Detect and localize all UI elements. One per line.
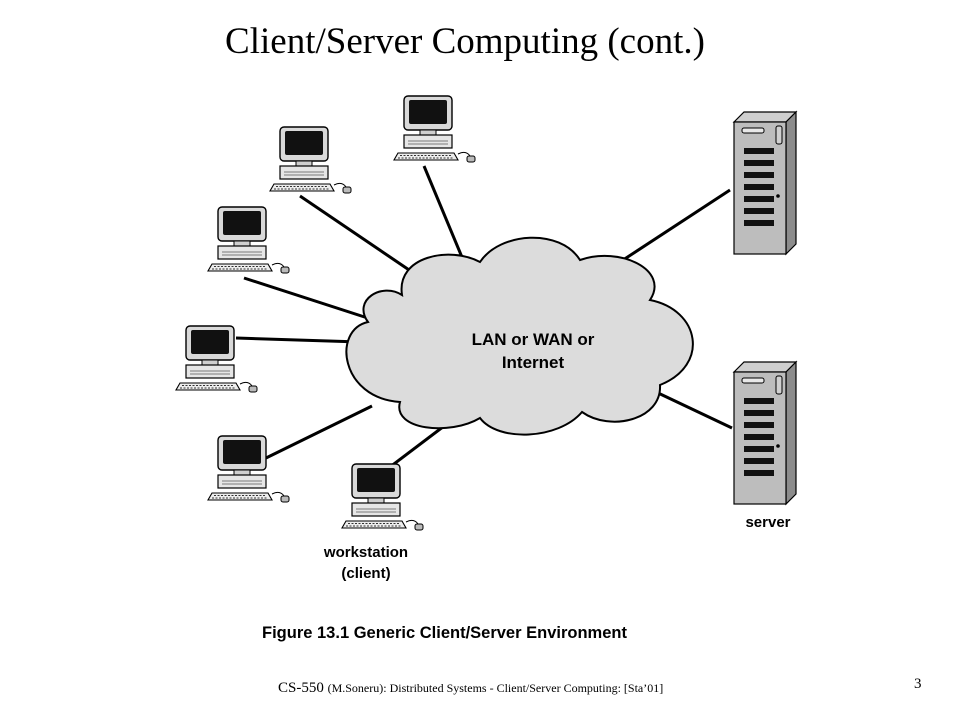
network-cloud [345,236,694,436]
server-icon [733,111,797,255]
figure-caption: Figure 13.1 Generic Client/Server Enviro… [262,624,627,642]
cloud-label-line1: LAN or WAN or [472,330,595,349]
client-label-line1: workstation [323,544,408,561]
client-label-line2: (client) [341,565,390,582]
workstation-icon [269,126,352,194]
server-label: server [745,514,790,531]
footer-course: CS-550 [278,680,324,696]
workstation-icon [393,95,476,163]
server-icon [733,361,797,505]
cloud-label-line2: Internet [502,353,565,372]
workstation-icon [207,206,290,274]
slide-title: Client/Server Computing (cont.) [225,21,705,62]
footer-details: (M.Soneru): Distributed Systems - Client… [327,681,664,695]
workstation-icon [341,463,424,531]
workstation-icon [175,325,258,393]
workstation-icon [207,435,290,503]
page-number: 3 [914,676,922,692]
footer: CS-550 (M.Soneru): Distributed Systems -… [278,680,663,697]
